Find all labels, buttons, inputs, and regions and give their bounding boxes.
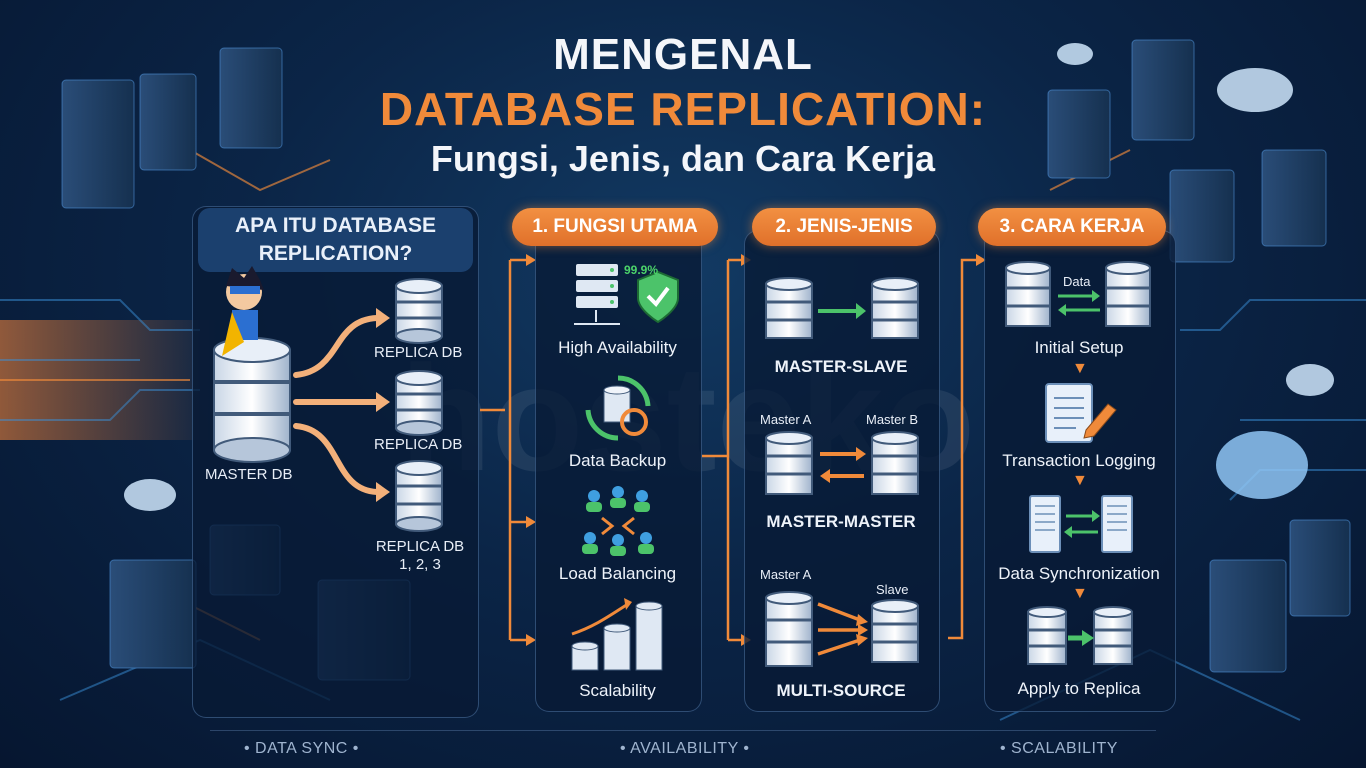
replica-db-icon bbox=[395, 278, 443, 344]
master-db-label: MASTER DB bbox=[205, 466, 293, 483]
master-master-diagram bbox=[765, 431, 919, 495]
footer-item-3: • SCALABILITY bbox=[1000, 740, 1118, 757]
step-4: Apply to Replica bbox=[1017, 679, 1141, 698]
availability-badge: 99.9% bbox=[624, 263, 659, 277]
jenis-name-2: MASTER-MASTER bbox=[766, 512, 916, 531]
scalability-icon bbox=[571, 598, 663, 671]
replica-db-icon bbox=[395, 370, 443, 436]
title-line-2: DATABASE REPLICATION: bbox=[379, 83, 987, 135]
fungsi-item-1: High Availability bbox=[558, 338, 677, 357]
replica-label-1: REPLICA DB bbox=[374, 344, 463, 361]
footer-item-2-label: AVAILABILITY bbox=[630, 740, 739, 757]
jenis-3-right-label: Slave bbox=[876, 582, 909, 597]
footer-item-1-label: DATA SYNC bbox=[255, 740, 348, 757]
data-backup-icon bbox=[585, 375, 651, 441]
down-arrow-icon: ▼ bbox=[1072, 360, 1088, 377]
replica-label-3: REPLICA DB 1, 2, 3 bbox=[375, 538, 465, 573]
down-arrow-icon: ▼ bbox=[1072, 472, 1088, 489]
fungsi-item-3: Load Balancing bbox=[558, 564, 677, 583]
apply-to-replica-icon bbox=[1027, 606, 1133, 665]
step-2: Transaction Logging bbox=[1002, 451, 1156, 470]
jenis-2-right-label: Master B bbox=[866, 412, 919, 427]
multi-source-diagram bbox=[765, 591, 919, 667]
data-sync-icon bbox=[1029, 495, 1133, 553]
section3-heading: 3. CARA KERJA bbox=[978, 208, 1166, 246]
footer-divider bbox=[210, 730, 1156, 731]
high-availability-icon bbox=[574, 264, 679, 325]
data-label: Data bbox=[1063, 274, 1091, 289]
mascot-icon bbox=[222, 266, 264, 356]
step-3: Data Synchronization bbox=[998, 564, 1160, 583]
section1-heading: 1. FUNGSI UTAMA bbox=[512, 208, 718, 246]
replica-db-icon bbox=[395, 460, 443, 532]
transaction-log-icon bbox=[1045, 383, 1117, 443]
intro-heading: APA ITU DATABASE REPLICATION? bbox=[198, 208, 473, 272]
fungsi-item-2: Data Backup bbox=[568, 451, 667, 470]
initial-setup-icon bbox=[1005, 261, 1151, 327]
down-arrow-icon: ▼ bbox=[1072, 585, 1088, 602]
section-connectors bbox=[480, 254, 986, 646]
replica-label-2: REPLICA DB bbox=[374, 436, 463, 453]
fungsi-item-4: Scalability bbox=[579, 681, 656, 700]
section2-heading: 2. JENIS-JENIS bbox=[752, 208, 936, 246]
master-db-icon bbox=[213, 337, 291, 463]
master-slave-diagram bbox=[765, 277, 919, 339]
footer-item-1: • DATA SYNC • bbox=[244, 740, 359, 757]
footer-item-2: • AVAILABILITY • bbox=[620, 740, 750, 757]
jenis-2-left-label: Master A bbox=[760, 412, 812, 427]
intro-diagram bbox=[213, 266, 443, 532]
jenis-name-1: MASTER-SLAVE bbox=[774, 357, 908, 376]
step-1: Initial Setup bbox=[1034, 338, 1124, 357]
title-line-3: Fungsi, Jenis, dan Cara Kerja bbox=[430, 138, 936, 179]
load-balancing-icon bbox=[582, 486, 654, 556]
jenis-3-left-label: Master A bbox=[760, 567, 812, 582]
footer-item-3-label: SCALABILITY bbox=[1011, 740, 1118, 757]
jenis-name-3: MULTI-SOURCE bbox=[776, 681, 906, 700]
title-line-1: MENGENAL bbox=[553, 30, 813, 79]
